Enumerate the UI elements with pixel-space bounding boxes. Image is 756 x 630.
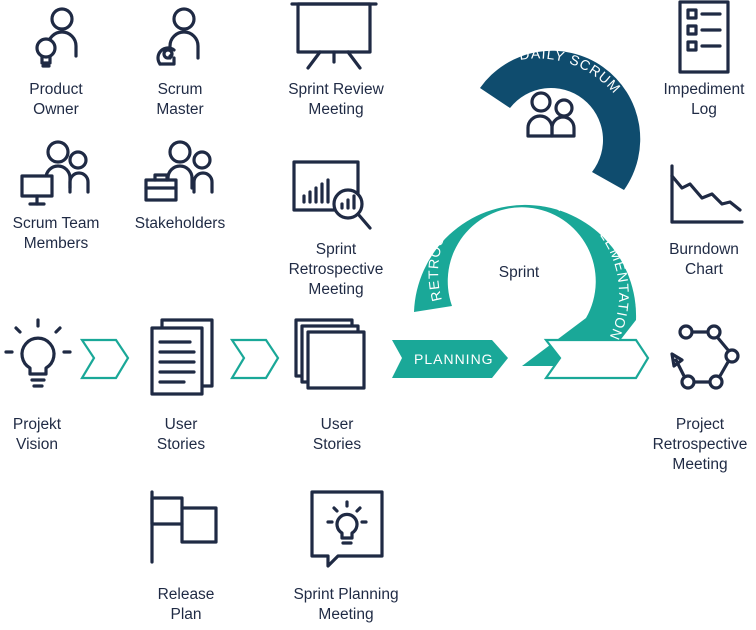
- review-label: REVIEW: [472, 170, 537, 199]
- checklist-icon: [678, 0, 730, 74]
- scrum-team-label: Scrum Team Members: [12, 215, 100, 252]
- exit-arrow: [543, 338, 650, 380]
- product-owner: Product Owner: [6, 80, 106, 120]
- flag-icon: [150, 490, 218, 564]
- sprint-center-label: Sprint: [499, 264, 540, 281]
- scrum-team-members: Scrum Team Members: [0, 214, 112, 254]
- sprint-review-meeting: Sprint Review Meeting: [270, 80, 402, 120]
- product-owner-label: Product Owner: [29, 81, 83, 118]
- stacked-pages-icon: [294, 318, 366, 390]
- sprint-planning-meeting: Sprint Planning Meeting: [280, 585, 412, 625]
- cycle-dots-icon: [670, 324, 740, 390]
- divider: [472, 175, 488, 211]
- document-icon: [150, 318, 214, 396]
- stakeholders-label: Stakeholders: [134, 215, 226, 232]
- team-computer-icon: [20, 140, 90, 206]
- project-retrospective-label: Project Retrospective Meeting: [652, 416, 748, 473]
- release-plan-label: Release Plan: [157, 586, 215, 623]
- team-briefcase-icon: [144, 140, 214, 202]
- divider: [540, 169, 550, 207]
- user-stories-2-label: User Stories: [312, 416, 362, 453]
- projekt-vision-label: Projekt Vision: [12, 416, 62, 453]
- user-stories-2: User Stories: [296, 415, 378, 455]
- chevron-arrow-1: [79, 338, 130, 380]
- person-bulb-icon: [35, 7, 78, 68]
- chevron-arrow-2: [229, 338, 280, 380]
- presentation-board-icon: [290, 2, 378, 70]
- sprint-retrospective-label: Sprint Retrospective Meeting: [288, 241, 384, 298]
- planning-label: PLANNING: [414, 351, 494, 367]
- user-stories-1: User Stories: [140, 415, 222, 455]
- daily-scrum-arc: [480, 50, 641, 190]
- chart-magnifier-icon: [292, 160, 372, 230]
- projekt-vision: Projekt Vision: [0, 415, 74, 455]
- sprint-arc: [414, 204, 637, 366]
- divider: [556, 182, 578, 212]
- sprint-retrospective-meeting: Sprint Retrospective Meeting: [270, 240, 402, 300]
- lightbulb-icon: [4, 318, 72, 388]
- sprint-planning-label: Sprint Planning Meeting: [293, 586, 399, 623]
- burndown-chart-label: Burndown Chart: [669, 241, 739, 278]
- people-icon: [526, 91, 576, 138]
- planning-arrow: [392, 340, 508, 378]
- impediment-log: Impediment Log: [652, 80, 756, 120]
- speech-bulb-icon: [310, 490, 384, 568]
- project-retrospective-meeting: Project Retrospective Meeting: [644, 415, 756, 475]
- scrum-master-label: Scrum Master: [156, 81, 204, 118]
- release-plan: Release Plan: [140, 585, 232, 625]
- sprint-review-label: Sprint Review Meeting: [288, 81, 384, 118]
- burndown-chart: Burndown Chart: [652, 240, 756, 280]
- scrum-master: Scrum Master: [130, 80, 230, 120]
- user-stories-1-label: User Stories: [156, 416, 206, 453]
- stakeholders: Stakeholders: [124, 214, 236, 234]
- burndown-chart-icon: [670, 164, 744, 224]
- person-headset-icon: [156, 7, 200, 66]
- impediment-log-label: Impediment Log: [663, 81, 745, 118]
